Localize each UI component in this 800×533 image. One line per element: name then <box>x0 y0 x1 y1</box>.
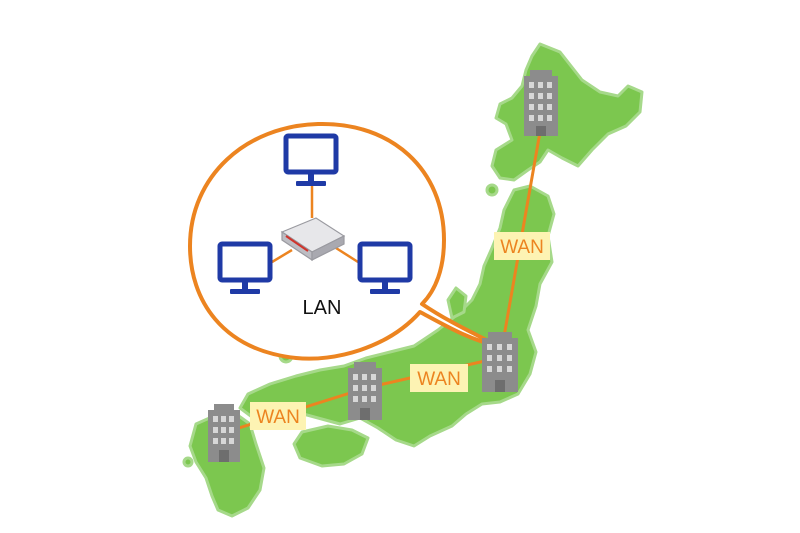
office-building-icon <box>524 70 558 136</box>
monitor-icon <box>357 241 413 294</box>
monitor-icon <box>217 241 273 294</box>
wan-label-north: WAN <box>500 237 544 258</box>
wan-label-middle-box: WAN <box>410 364 468 392</box>
small-island <box>485 183 499 197</box>
lan-label: LAN <box>303 297 342 319</box>
office-building-icon <box>208 404 240 462</box>
monitor-icon <box>283 133 339 186</box>
office-building-icon <box>348 362 382 420</box>
wan-label-north-box: WAN <box>494 232 550 260</box>
lan-links <box>271 186 359 264</box>
wan-label-west-box: WAN <box>250 402 306 430</box>
wan-label-middle: WAN <box>417 369 461 390</box>
lan-callout: LAN <box>188 121 500 361</box>
office-building-icon <box>482 332 518 392</box>
router-icon <box>280 217 346 262</box>
noto-peninsula <box>446 286 468 320</box>
wan-label-west: WAN <box>256 407 300 428</box>
lan-link-right <box>335 246 359 264</box>
hokkaido-island <box>490 42 644 182</box>
lan-link-left <box>271 248 293 264</box>
small-island <box>182 456 194 468</box>
shikoku-island <box>292 424 370 468</box>
